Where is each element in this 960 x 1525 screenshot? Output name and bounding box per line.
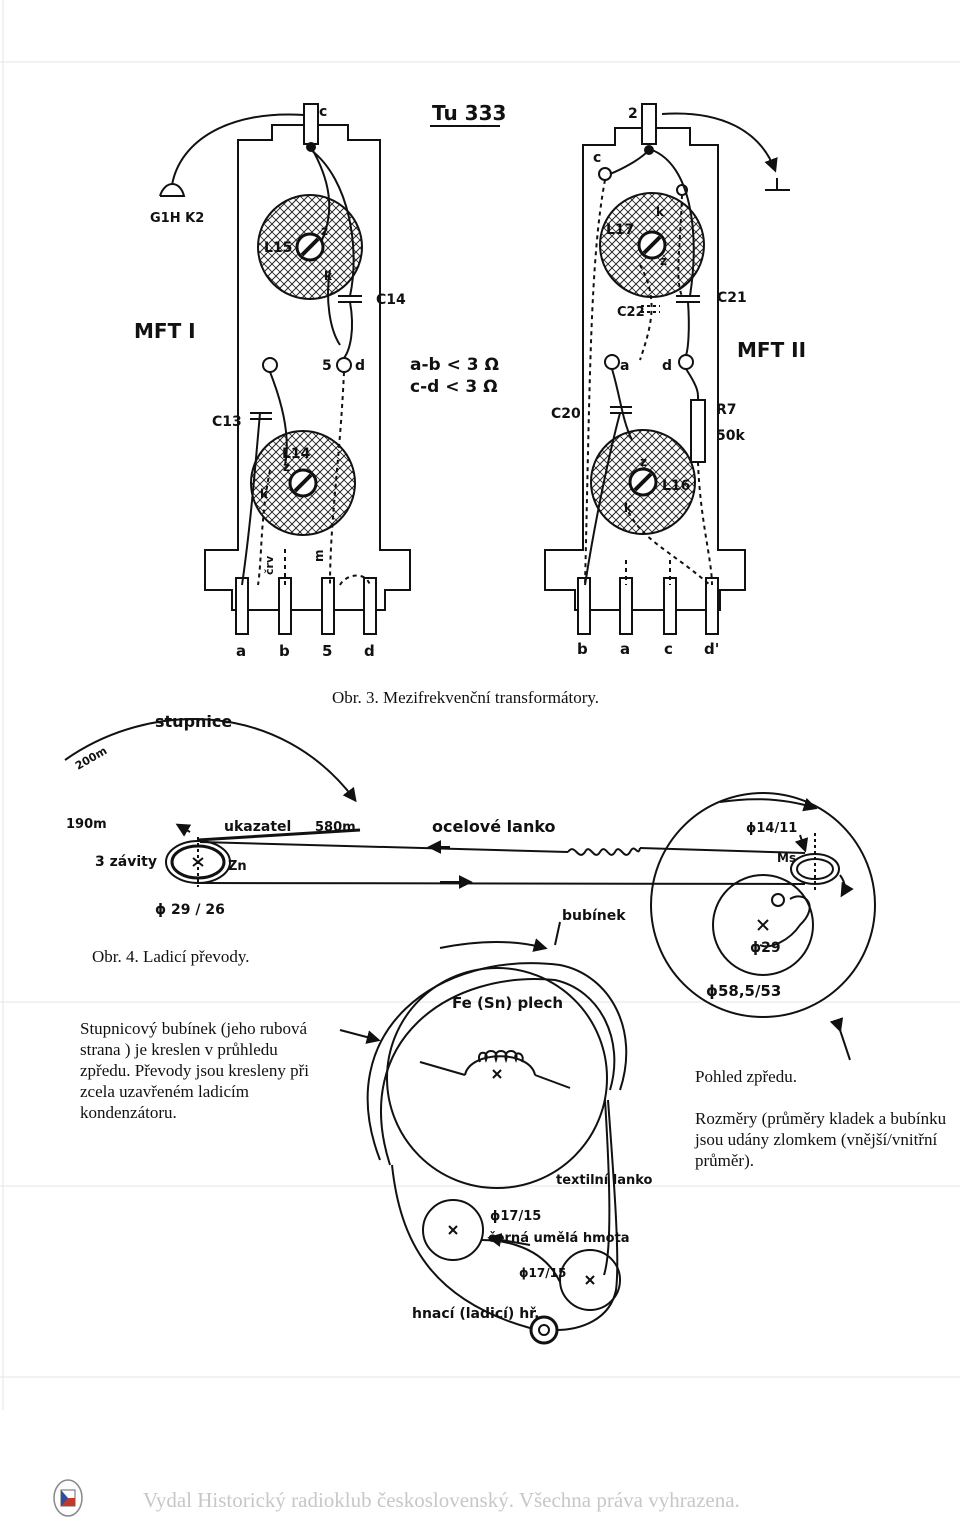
svg-text:50k: 50k <box>716 428 745 444</box>
mft2-name: MFT II <box>737 338 806 362</box>
svg-text:d': d' <box>704 640 719 658</box>
svg-text:C22: C22 <box>617 305 645 320</box>
left-note: Stupnicový bubínek (jeho rubová strana )… <box>80 1019 309 1122</box>
svg-text:L14: L14 <box>282 446 311 462</box>
svg-text:190m: 190m <box>66 817 107 832</box>
svg-text:c-d < 3 Ω: c-d < 3 Ω <box>410 377 498 397</box>
svg-text:d: d <box>364 642 375 660</box>
svg-text:ϕ 29 / 26: ϕ 29 / 26 <box>155 902 225 918</box>
fig4-labels: stupnice 200m 190m ukazatel 580m ocelové… <box>66 712 797 1322</box>
svg-text:c: c <box>664 640 673 658</box>
svg-text:a: a <box>236 642 246 660</box>
mft2-board <box>544 103 790 635</box>
svg-text:5: 5 <box>322 358 332 374</box>
svg-text:3 závity: 3 závity <box>95 854 157 870</box>
svg-text:ϕ17/15: ϕ17/15 <box>490 1209 541 1224</box>
svg-text:5: 5 <box>322 642 332 660</box>
svg-text:ocelové lanko: ocelové lanko <box>432 817 556 836</box>
svg-text:ϕ17/15: ϕ17/15 <box>519 1266 566 1280</box>
svg-text:k: k <box>656 205 665 219</box>
svg-text:z: z <box>283 460 290 474</box>
svg-text:L15: L15 <box>264 240 292 256</box>
mft1-board <box>159 103 411 635</box>
svg-text:Zn: Zn <box>228 859 247 874</box>
svg-text:ϕ29: ϕ29 <box>750 940 781 956</box>
svg-text:a-b < 3 Ω: a-b < 3 Ω <box>410 355 499 375</box>
model-label: Tu 333 <box>432 101 506 125</box>
svg-text:m: m <box>312 549 326 562</box>
mft1-labels: c G1H K2 MFT I L15 L14 C14 C13 5 d z k z… <box>134 104 406 660</box>
resistance-notes: a-b < 3 Ω c-d < 3 Ω <box>410 355 499 397</box>
right-note-view: Pohled zpředu. <box>695 1067 797 1086</box>
svg-text:c: c <box>593 150 601 166</box>
svg-text:Fe (Sn) plech: Fe (Sn) plech <box>452 994 563 1012</box>
mft1-name: MFT I <box>134 319 196 343</box>
svg-text:L17: L17 <box>606 222 634 238</box>
svg-text:C13: C13 <box>212 414 242 430</box>
svg-text:k: k <box>624 501 633 515</box>
svg-text:z: z <box>321 224 328 238</box>
svg-text:L16: L16 <box>662 478 690 494</box>
footer-copyright: Vydal Historický radioklub československ… <box>143 1488 740 1512</box>
svg-text:R7: R7 <box>716 402 737 418</box>
svg-text:C14: C14 <box>376 292 406 308</box>
mft2-labels: 2 c MFT II L17 L16 C21 C22 C20 R7 50k a … <box>551 106 806 658</box>
svg-text:c: c <box>319 104 327 120</box>
svg-text:ϕ58,5/53: ϕ58,5/53 <box>706 982 781 1000</box>
svg-text:ϕ14/11: ϕ14/11 <box>746 821 797 836</box>
svg-text:200m: 200m <box>73 744 109 772</box>
fig4-drawing <box>64 718 876 1345</box>
svg-text:črv: črv <box>263 555 276 575</box>
svg-text:Ms: Ms <box>777 851 796 865</box>
svg-text:hnací (ladicí) hř.: hnací (ladicí) hř. <box>412 1306 539 1322</box>
svg-text:z: z <box>660 254 667 268</box>
svg-text:z: z <box>640 455 647 469</box>
svg-text:a: a <box>620 640 630 658</box>
svg-text:černá umělá hmota: černá umělá hmota <box>488 1231 630 1246</box>
svg-text:b: b <box>577 640 588 658</box>
svg-text:stupnice: stupnice <box>155 712 232 731</box>
svg-text:k: k <box>260 487 269 501</box>
svg-text:ukazatel: ukazatel <box>224 819 291 835</box>
svg-text:2: 2 <box>628 106 638 122</box>
svg-text:d: d <box>355 358 365 374</box>
fig4-caption: Obr. 4. Ladicí převody. <box>92 947 250 966</box>
right-note-dimensions: Rozměry (průměry kladek a bubínku jsou u… <box>695 1109 947 1170</box>
svg-text:a: a <box>620 358 629 374</box>
fig3-title: Tu 333 <box>430 101 506 127</box>
svg-text:G1H K2: G1H K2 <box>150 211 204 226</box>
svg-text:b: b <box>279 642 290 660</box>
svg-text:d: d <box>662 358 672 374</box>
svg-text:textilní lanko: textilní lanko <box>556 1173 653 1188</box>
right-note: Pohled zpředu. Rozměry (průměry kladek a… <box>695 1066 955 1171</box>
fig3-caption: Obr. 3. Mezifrekvenční transformátory. <box>332 688 600 707</box>
svg-text:k: k <box>324 269 333 283</box>
svg-text:580m: 580m <box>315 820 356 835</box>
svg-text:C20: C20 <box>551 406 581 422</box>
svg-text:C21: C21 <box>717 290 747 306</box>
club-logo-icon <box>53 1479 83 1517</box>
svg-text:bubínek: bubínek <box>562 908 626 924</box>
